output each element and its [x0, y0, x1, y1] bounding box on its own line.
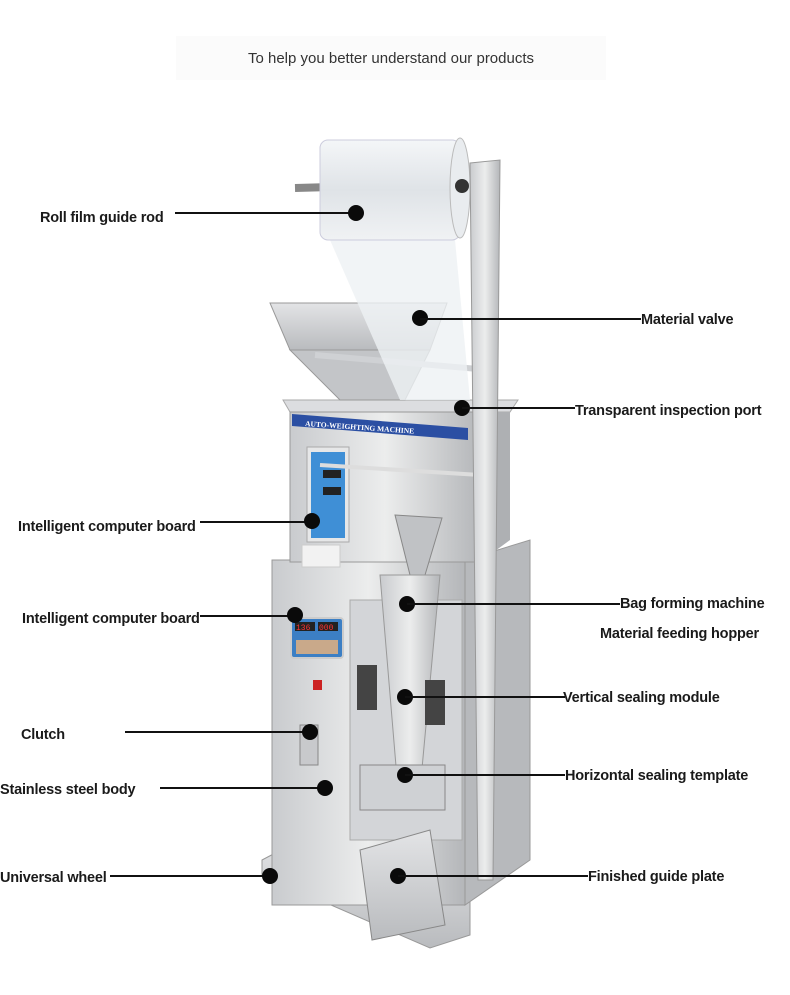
label-roll-film-guide-rod: Roll film guide rod	[40, 210, 164, 226]
label-universal-wheel: Universal wheel	[0, 870, 107, 886]
leader-line	[407, 603, 620, 605]
callout-dot	[262, 868, 278, 884]
film-sheet	[330, 240, 470, 400]
label-vertical-sealing-module: Vertical sealing module	[563, 690, 720, 706]
leader-line	[405, 774, 565, 776]
leader-line	[200, 521, 312, 523]
leader-line	[405, 696, 565, 698]
callout-dot	[348, 205, 364, 221]
callout-dot	[302, 724, 318, 740]
label-bag-forming-machine: Bag forming machine	[620, 596, 765, 612]
svg-text:000: 000	[319, 624, 334, 633]
brand-strip	[292, 414, 468, 440]
label-clutch: Clutch	[21, 727, 65, 743]
label-stainless-steel-body: Stainless steel body	[0, 782, 136, 798]
leader-line	[398, 875, 588, 877]
label-finished-guide-plate: Finished guide plate	[588, 869, 725, 885]
page-title: To help you better understand our produc…	[176, 36, 606, 80]
callout-dot	[304, 513, 320, 529]
label-horizontal-sealing-template: Horizontal sealing template	[565, 768, 749, 784]
leader-line	[420, 318, 641, 320]
label-transparent-inspection-port: Transparent inspection port	[575, 403, 762, 419]
label-intelligent-computer-board-lower: Intelligent computer board	[22, 611, 200, 627]
leader-line	[160, 787, 325, 789]
finished-guide-plate	[359, 829, 446, 941]
leader-line	[200, 615, 295, 617]
callout-dot	[287, 607, 303, 623]
leader-line	[175, 212, 356, 214]
leader-line	[462, 407, 575, 409]
label-material-valve: Material valve	[641, 312, 734, 328]
leader-line	[110, 875, 270, 877]
vertical-post	[469, 159, 501, 881]
callout-dot	[317, 780, 333, 796]
svg-text:136: 136	[296, 624, 311, 633]
label-intelligent-computer-board-upper: Intelligent computer board	[18, 519, 196, 535]
film-roll	[319, 139, 461, 241]
leader-line	[125, 731, 310, 733]
label-material-feeding-hopper: Material feeding hopper	[600, 626, 759, 642]
